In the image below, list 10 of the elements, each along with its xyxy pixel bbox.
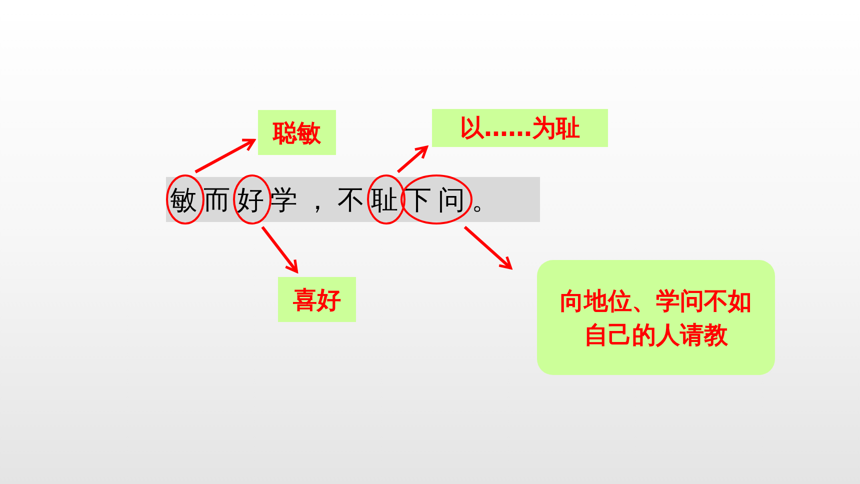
sentence-bar [166,177,540,222]
meaning-box: 喜好 [278,277,356,322]
meaning-box: 向地位、学问不如自己的人请教 [537,260,775,375]
arrow [396,146,428,174]
meaning-box: 聪敏 [258,110,336,155]
arrow [194,138,256,174]
meaning-box: 以……为耻 [432,109,608,147]
arrow [261,226,298,273]
arrow [464,226,512,270]
sentence-text: 敏而好学，不耻下问。 [170,184,505,216]
